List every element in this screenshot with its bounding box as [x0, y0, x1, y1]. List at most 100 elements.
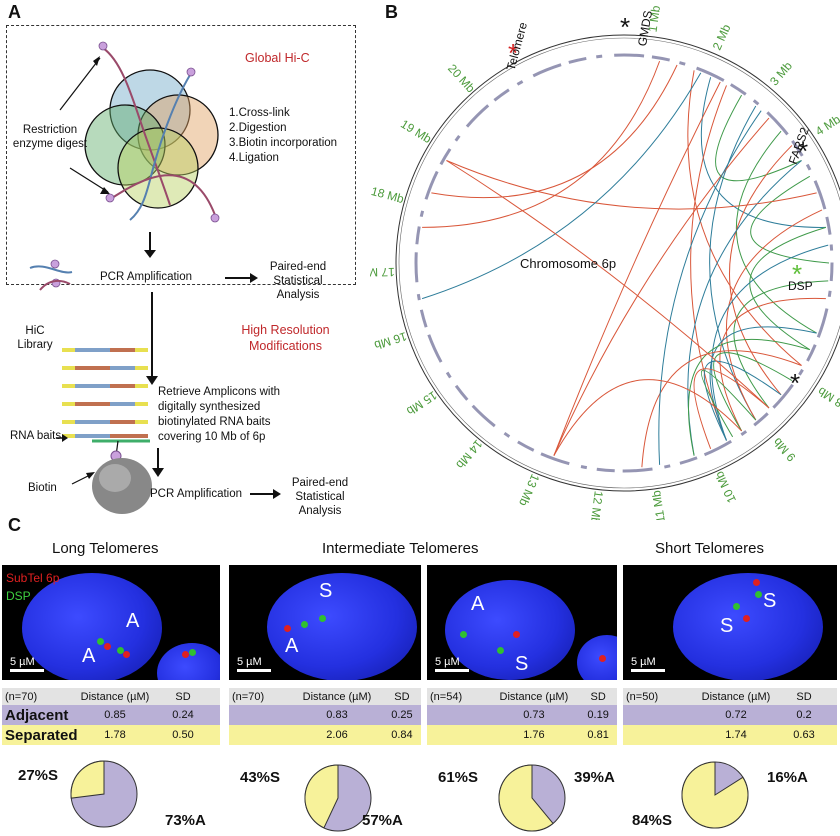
- micro-short: S S 5 µM: [623, 565, 837, 680]
- micro-long: SubTel 6p DSP A A 5 µM: [2, 565, 220, 680]
- mb-tick-label: 10 Mb: [712, 469, 739, 505]
- scale-label: 5 µM: [237, 656, 262, 668]
- adj-sd: 0.2: [796, 709, 812, 721]
- adj-sd: 0.24: [172, 709, 194, 721]
- biotin-label: Biotin: [28, 482, 57, 494]
- pie-intermediate-1: [304, 764, 372, 832]
- sd-header: SD: [796, 690, 812, 703]
- cell-letter: A: [471, 593, 485, 615]
- mb-tick-label: 19 Mb: [398, 117, 434, 146]
- adj-sd: 0.19: [587, 709, 609, 721]
- hr-title: High Resolution Modifications: [241, 323, 330, 353]
- mb-tick-label: 4 Mb: [813, 112, 840, 138]
- gmds-star-icon: *: [620, 12, 630, 42]
- cell-letter: A: [285, 635, 299, 657]
- separated-label: Separated: [5, 726, 78, 744]
- adj-distance: 0.72: [725, 709, 747, 721]
- sep-distance: 2.06: [326, 729, 348, 741]
- mb-tick-label: 18 Mb: [370, 184, 406, 206]
- short-title: Short Telomeres: [655, 540, 764, 557]
- sd-header: SD: [394, 690, 410, 703]
- hic-library-label: HiC Library: [17, 325, 53, 351]
- adj-distance: 0.83: [326, 709, 348, 721]
- rna-baits-label: RNA baits: [10, 430, 62, 442]
- mb-tick-label: 2 Mb: [710, 22, 734, 52]
- hic-schematic: [29, 41, 281, 514]
- cell-letter: A: [126, 610, 140, 632]
- panel-c-letter: C: [8, 515, 21, 535]
- step-2: 2.Digestion: [229, 122, 287, 134]
- pie-slice-separated: [304, 764, 339, 829]
- intermediate-title: Intermediate Telomeres: [322, 540, 479, 557]
- global-hic-box: [6, 25, 356, 285]
- sep-sd: 0.81: [587, 729, 609, 741]
- pie-short: [681, 761, 749, 829]
- cell-letter: S: [319, 580, 333, 602]
- mb-tick-label: 16 Mb: [372, 329, 408, 352]
- step-1: 1.Cross-link: [229, 107, 290, 119]
- mb-tick-label: 8 Mb: [815, 384, 840, 410]
- sep-distance: 1.74: [725, 729, 747, 741]
- adj-sd: 0.25: [391, 709, 413, 721]
- mb-tick-label: 17 Mb: [370, 265, 395, 280]
- cell-letter: S: [720, 615, 734, 637]
- table-short: (n=50) Distance (µM) SD 0.72 0.2 1.74 0.63: [623, 688, 837, 745]
- interaction-arcs: [421, 60, 830, 468]
- distance-header: Distance (µM): [302, 690, 372, 703]
- global-hic-title: Global Hi-C: [245, 51, 310, 65]
- pct-a-int2: 39%A: [574, 769, 615, 786]
- mb-tick-label: 13 Mb: [516, 472, 542, 508]
- paired-end-bottom: Paired-end Statistical Analysis: [291, 477, 349, 517]
- mb-tick-label: 20 Mb: [445, 61, 478, 95]
- adj-distance: 0.85: [104, 709, 126, 721]
- pct-a-short: 16%A: [767, 769, 808, 786]
- table-intermediate-2: (n=54) Distance (µM) SD 0.73 0.19 1.76 0.81: [427, 688, 617, 745]
- scale-label: 5 µM: [631, 656, 656, 668]
- telomere-star-icon: *: [508, 38, 518, 68]
- panel-b-letter: B: [385, 2, 398, 22]
- chromosome-label: Chromosome 6p: [520, 256, 616, 271]
- cell-letter: A: [82, 645, 96, 667]
- n-count: (n=50): [626, 690, 659, 703]
- mb-tick-label: 9 Mb: [770, 435, 798, 464]
- paired-end-top: Paired-end Statistical Analysis: [269, 261, 327, 301]
- mb-tick-label: 11 Mb: [649, 489, 668, 520]
- scale-label: 5 µM: [435, 656, 460, 668]
- sd-header: SD: [175, 690, 191, 703]
- mb-tick-label: 3 Mb: [767, 59, 795, 89]
- sep-sd: 0.63: [793, 729, 815, 741]
- sep-distance: 1.76: [523, 729, 545, 741]
- step-list: 1.Cross-link 2.Digestion 3.Biotin incorp…: [229, 106, 337, 166]
- n-count: (n=54): [430, 690, 463, 703]
- pct-a-int1: 57%A: [362, 812, 403, 829]
- legend-dsp: DSP: [6, 589, 31, 603]
- pie-slice-separated: [681, 761, 749, 829]
- pct-s-int1: 43%S: [240, 769, 281, 786]
- mb-tick-label: 12 Mb: [588, 490, 606, 520]
- pie-slice-separated: [498, 764, 554, 832]
- distance-header: Distance (µM): [701, 690, 771, 703]
- sd-header: SD: [590, 690, 606, 703]
- pct-s-int2: 61%S: [438, 769, 479, 786]
- step-3: 3.Biotin incorporation: [229, 137, 338, 149]
- micro-intermediate-1: S A 5 µM: [229, 565, 421, 680]
- distance-header: Distance (µM): [499, 690, 569, 703]
- pie-intermediate-2: [498, 764, 566, 832]
- adjacent-label: Adjacent: [5, 706, 69, 724]
- dsp-label: DSP: [788, 279, 813, 293]
- fars2-star-icon: *: [798, 136, 808, 166]
- sep-sd: 0.50: [172, 729, 194, 741]
- mb-tick-label: 14 Mb: [453, 437, 485, 472]
- long-title: Long Telomeres: [52, 540, 159, 557]
- pie-slice-separated: [70, 760, 105, 799]
- sep-distance: 1.78: [104, 729, 126, 741]
- sep-sd: 0.84: [391, 729, 413, 741]
- cell-letter: S: [515, 653, 529, 675]
- legend-subtel: SubTel 6p: [6, 571, 60, 585]
- n-count: (n=70): [5, 690, 38, 703]
- gmds-label: GMDS: [635, 9, 655, 47]
- adj-distance: 0.73: [523, 709, 545, 721]
